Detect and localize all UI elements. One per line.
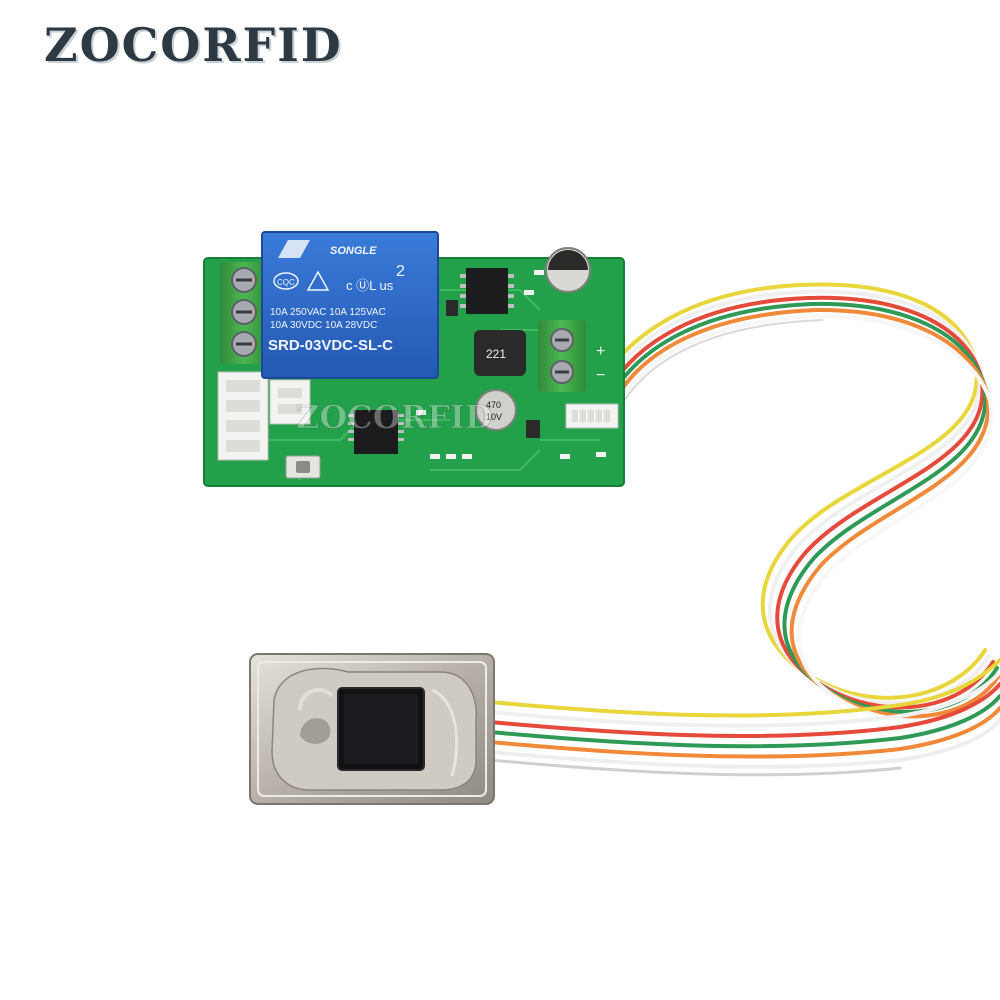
relay-rating-1: 10A 250VAC 10A 125VAC	[270, 307, 386, 318]
screw-terminal-left	[220, 262, 268, 364]
components: 221 + − 470 10V	[285, 247, 619, 479]
wire-red	[596, 295, 995, 710]
minus-sign: −	[596, 367, 605, 384]
relay-rating-2: 10A 30VDC 10A 28VDC	[270, 320, 377, 331]
cap-label-10v: 10V	[486, 412, 502, 422]
relay-pins: 2	[396, 263, 405, 280]
relay-ul-mark: c ⓊL us	[346, 278, 394, 293]
wire-orange	[604, 307, 1000, 719]
fingerprint-sensor	[249, 653, 495, 805]
inductor	[474, 330, 526, 376]
wire-yellow	[588, 282, 987, 700]
wire-white	[592, 289, 991, 706]
led-slot	[300, 718, 331, 744]
relay-board: SONGLE CQC c ⓊL us 2 10A 250VAC 10A 125V…	[203, 231, 625, 487]
brand-logo: ZOCORFID	[44, 18, 343, 72]
capacitor-470	[475, 389, 517, 431]
relay: SONGLE CQC c ⓊL us 2 10A 250VAC 10A 125V…	[261, 231, 439, 379]
inductor-label: 221	[486, 347, 506, 361]
relay-maker: SONGLE	[330, 245, 377, 257]
cap-label-470: 470	[486, 400, 501, 410]
main-chip	[354, 410, 398, 454]
wire-harness	[488, 282, 1000, 777]
wire-green	[600, 301, 999, 714]
plus-sign: +	[596, 343, 605, 360]
relay-model: SRD-03VDC-SL-C	[268, 337, 393, 354]
wire-white-2	[608, 313, 1000, 723]
board-watermark: ZOCORFID	[296, 398, 493, 436]
relay-cert-cqc: CQC	[277, 278, 295, 287]
screw-terminal-power	[538, 320, 586, 392]
jst-connector-left	[217, 371, 311, 461]
